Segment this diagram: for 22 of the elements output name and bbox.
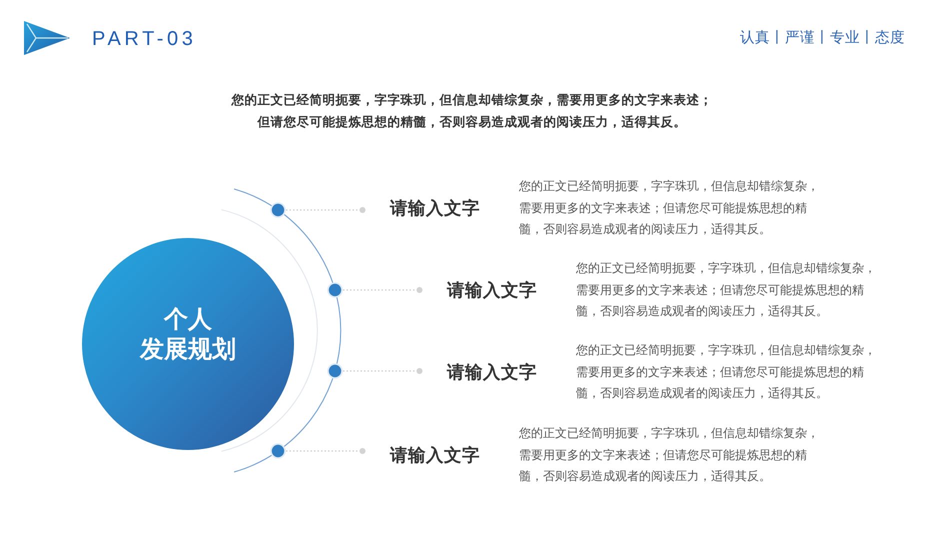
item-heading: 请输入文字	[447, 280, 537, 302]
dot-marker	[327, 282, 343, 298]
dot-marker	[270, 443, 286, 459]
page-title: PART-03	[92, 27, 196, 51]
item-text: 您的正文已经简明扼要，字字珠玑，但信息却错综复杂，需要用更多的文字来表述；但请您尽可能提炼思想的精髓，否则容易造成观者的阅读压力，适得其反。	[576, 342, 877, 402]
dot-marker	[270, 202, 286, 218]
dotted-line	[286, 207, 366, 213]
subtitle-text: 您的正文已经简明扼要，字字珠玑，但信息却错综复杂，需要用更多的文字来表述；	[232, 92, 712, 108]
item-heading: 请输入文字	[390, 198, 480, 220]
item-heading: 请输入文字	[447, 362, 537, 384]
dotted-line	[286, 448, 366, 454]
dot-marker	[327, 363, 343, 379]
circle-text: 个人	[164, 304, 212, 334]
subtitle-text: 但请您尽可能提炼思想的精髓，否则容易造成观者的阅读压力，适得其反。	[258, 114, 686, 130]
item-text: 您的正文已经简明扼要，字字珠玑，但信息却错综复杂，需要用更多的文字来表述；但请您尽可能提炼思想的精髓，否则容易造成观者的阅读压力，适得其反。	[519, 425, 820, 485]
item-text: 您的正文已经简明扼要，字字珠玑，但信息却错综复杂，需要用更多的文字来表述；但请您尽可能提炼思想的精髓，否则容易造成观者的阅读压力，适得其反。	[519, 178, 820, 238]
tagline: 认真丨严谨丨专业丨态度	[740, 29, 905, 47]
dotted-line	[342, 287, 424, 293]
dotted-line	[342, 368, 424, 374]
item-heading: 请输入文字	[390, 444, 480, 466]
item-text: 您的正文已经简明扼要，字字珠玑，但信息却错综复杂，需要用更多的文字来表述；但请您尽可能提炼思想的精髓，否则容易造成观者的阅读压力，适得其反。	[576, 260, 877, 320]
circle-text: 发展规划	[140, 334, 236, 364]
